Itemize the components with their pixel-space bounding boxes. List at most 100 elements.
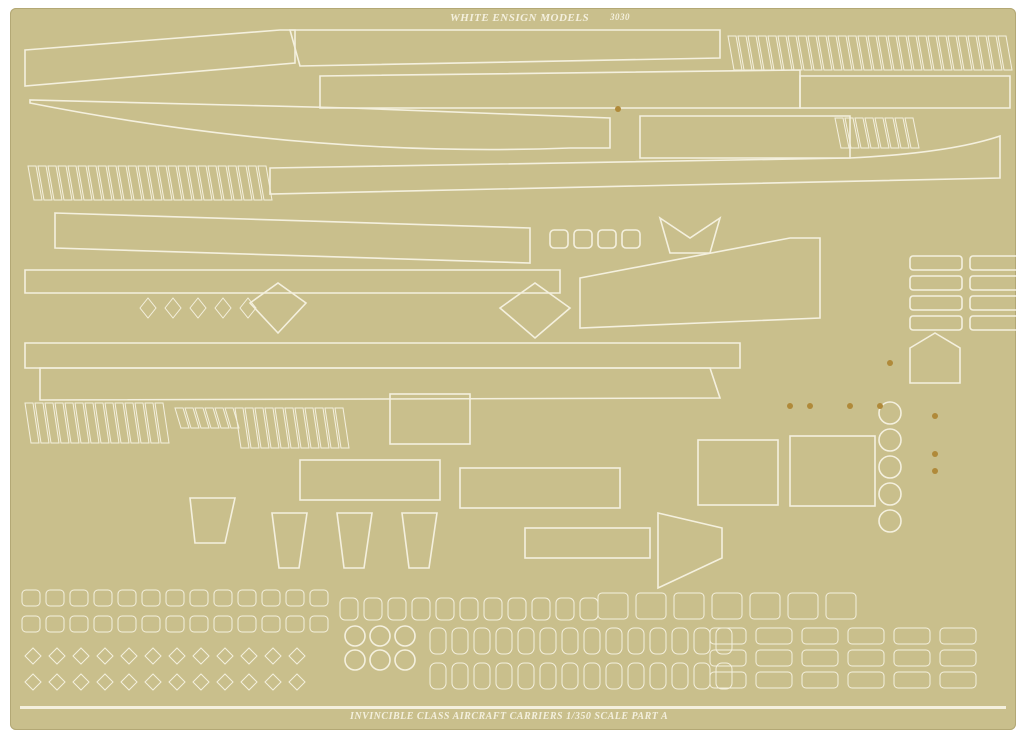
- deck-part-7: [24, 342, 741, 369]
- rib-lower-6: [84, 402, 100, 444]
- cross-part-0-1: [48, 647, 66, 665]
- round-part-b-1: [369, 649, 391, 671]
- grating-2: [673, 592, 705, 620]
- rib-left-3: [57, 165, 73, 201]
- locator-dot-6: [932, 451, 938, 457]
- bracket-6: [483, 597, 503, 621]
- hull-part-2: [269, 134, 1001, 195]
- rib-top-5: [777, 35, 793, 71]
- rail-part-0-8: [213, 589, 233, 607]
- rib-left-1: [37, 165, 53, 201]
- boat-rack: [299, 459, 441, 501]
- rib-left-19: [217, 165, 233, 201]
- rib-lower-10: [124, 402, 140, 444]
- rib-lower-12: [144, 402, 160, 444]
- rail-part-0-5: [141, 589, 161, 607]
- rib-top-4: [767, 35, 783, 71]
- rib-left-17: [197, 165, 213, 201]
- crane-part-2-2: [801, 671, 839, 689]
- crane-part-2-3: [847, 671, 885, 689]
- grating-0: [597, 592, 629, 620]
- locator-dot-2: [807, 403, 813, 409]
- cross-part-1-1: [48, 673, 66, 691]
- crane-part-1-1: [755, 649, 793, 667]
- cross-part-1-0: [24, 673, 42, 691]
- fret-artwork: [20, 29, 1016, 709]
- rib-lower-9: [114, 402, 130, 444]
- rib-left-22: [247, 165, 263, 201]
- radar-mount: [248, 282, 308, 335]
- grating-4: [749, 592, 781, 620]
- rib-top-18: [907, 35, 923, 71]
- rail-part-1-4: [117, 615, 137, 633]
- rib-lower-2-2: [254, 407, 270, 449]
- rib-small-3: [204, 407, 220, 429]
- rib-left-16: [187, 165, 203, 201]
- rib-left-20: [227, 165, 243, 201]
- crane-part-0-5: [939, 627, 977, 645]
- rib-lower-2-10: [334, 407, 350, 449]
- crane-part-2-4: [893, 671, 931, 689]
- rib-top-16: [887, 35, 903, 71]
- trestle-1: [336, 512, 373, 569]
- seat-part-1-3: [495, 662, 513, 690]
- seat-part-1-6: [561, 662, 579, 690]
- cross-part-0-6: [168, 647, 186, 665]
- rib-left-8: [107, 165, 123, 201]
- rib-lower-2-7: [304, 407, 320, 449]
- seat-part-1-4: [517, 662, 535, 690]
- wheel-4: [878, 509, 902, 533]
- rail-part-0-4: [117, 589, 137, 607]
- seat-part-0-11: [671, 627, 689, 655]
- rib-lower-8: [104, 402, 120, 444]
- round-part-a-2: [394, 625, 416, 647]
- boat-rack-2: [459, 467, 621, 509]
- panel-3-0: [909, 315, 963, 331]
- deck-part-1: [24, 29, 296, 87]
- star-part-4: [239, 297, 257, 319]
- rib-left-11: [137, 165, 153, 201]
- grating-6: [825, 592, 857, 620]
- hopper: [189, 497, 236, 544]
- rail-part-1-5: [141, 615, 161, 633]
- rib-top-24: [967, 35, 983, 71]
- panel-0-0: [909, 255, 963, 271]
- deck-part-4: [799, 75, 1011, 109]
- rib-top-10: [827, 35, 843, 71]
- seat-part-1-13: [715, 662, 733, 690]
- seat-part-1-11: [671, 662, 689, 690]
- rib-left-15: [177, 165, 193, 201]
- deck-crane-base: [389, 393, 471, 445]
- seat-part-1-12: [693, 662, 711, 690]
- cross-part-1-11: [288, 673, 306, 691]
- rib-lower-5: [74, 402, 90, 444]
- rib-lower-0: [24, 402, 40, 444]
- hull-part-1: [29, 99, 611, 151]
- rail-part-0-10: [261, 589, 281, 607]
- rail-part-1-3: [93, 615, 113, 633]
- rib-lower-4: [64, 402, 80, 444]
- flight-deck-lift: [697, 439, 779, 506]
- panel-0-1: [969, 255, 1016, 271]
- rib-small-4: [214, 407, 230, 429]
- cross-part-0-5: [144, 647, 162, 665]
- cross-part-0-9: [240, 647, 258, 665]
- cross-part-1-2: [72, 673, 90, 691]
- crane-part-0-0: [709, 627, 747, 645]
- hull-part-3: [54, 212, 531, 264]
- rail-part-1-8: [213, 615, 233, 633]
- hull-part-4: [39, 367, 722, 401]
- island-structure: [579, 237, 821, 329]
- cross-part-1-3: [96, 673, 114, 691]
- rail-part-0-3: [93, 589, 113, 607]
- rib-lower-11: [134, 402, 150, 444]
- rib-lower-7: [94, 402, 110, 444]
- bracket-0: [339, 597, 359, 621]
- bracket-9: [555, 597, 575, 621]
- rib-top-19: [917, 35, 933, 71]
- rib-small-1: [184, 407, 200, 429]
- rib-left-18: [207, 165, 223, 201]
- cross-part-0-7: [192, 647, 210, 665]
- star-part-1: [164, 297, 182, 319]
- rail-part-1-12: [309, 615, 329, 633]
